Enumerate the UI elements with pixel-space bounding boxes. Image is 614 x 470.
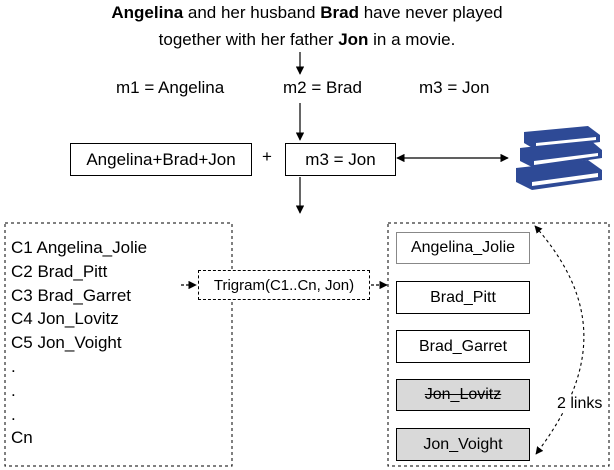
candidate-last: Cn (11, 428, 33, 448)
query-box: m3 = Jon (285, 143, 396, 176)
candidate-item: C2 Brad_Pitt (11, 261, 108, 281)
ellipsis-dot: . (11, 356, 16, 376)
candidate-container (4, 222, 233, 467)
result-jon-lovitz: Jon_Lovitz (396, 379, 530, 411)
plus-sign: + (262, 147, 272, 166)
mention-m3: m3 = Jon (419, 78, 490, 97)
trigram-box: Trigram(C1..Cn, Jon) (198, 270, 370, 300)
sentence-line-2: together with her father Jon in a movie. (158, 30, 456, 49)
mention-m1: m1 = Angelina (116, 78, 225, 97)
result-jon-voight: Jon_Voight (396, 428, 530, 461)
candidate-item: C4 Jon_Lovitz (11, 309, 119, 329)
mention-m2: m2 = Brad (283, 78, 362, 97)
candidate-item: C1 Angelina_Jolie (11, 238, 148, 257)
ellipsis-dot: . (11, 380, 16, 400)
result-brad-garret: Brad_Garret (396, 330, 530, 363)
context-box: Angelina+Brad+Jon (70, 143, 252, 176)
candidate-item: C3 Brad_Garret (11, 285, 131, 305)
links-curve (534, 225, 585, 455)
result-angelina-jolie: Angelina_Jolie (396, 232, 530, 264)
sentence-line-1: Angelina and her husband Brad have never… (111, 3, 503, 22)
result-container (387, 222, 610, 467)
links-label: 2 links (556, 395, 604, 413)
candidate-list: C1 Angelina_Jolie C2 Brad_Pitt C3 Brad_G… (11, 236, 147, 450)
candidate-item: C5 Jon_Voight (11, 333, 122, 353)
result-brad-pitt: Brad_Pitt (396, 281, 530, 314)
ellipsis-dot: . (11, 404, 16, 424)
books-icon (516, 126, 602, 190)
